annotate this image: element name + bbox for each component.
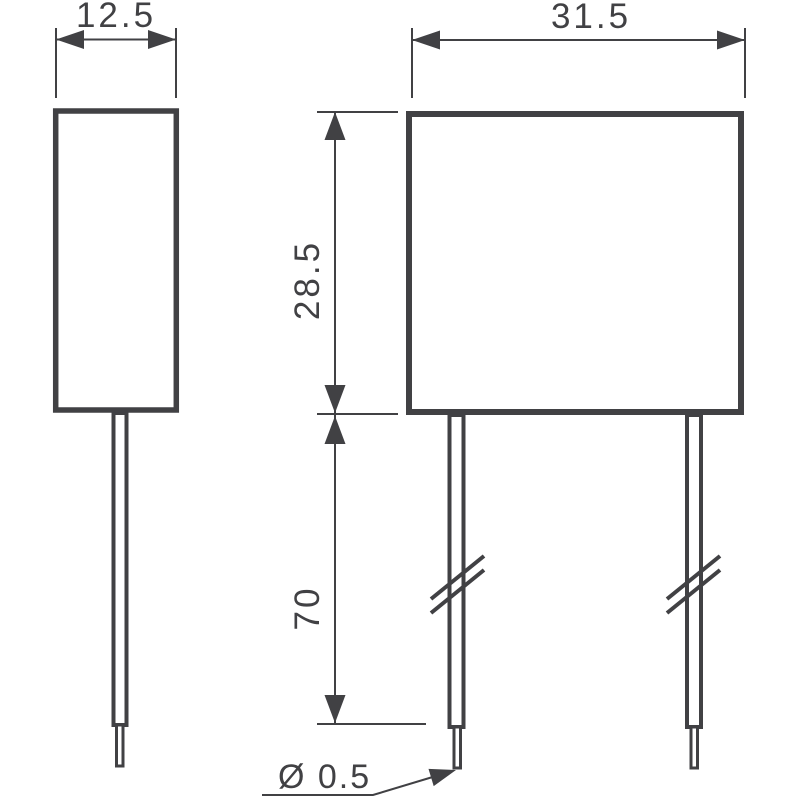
break-mark-left-lead	[429, 554, 486, 615]
arrowhead-right-icon	[717, 30, 745, 50]
dim-lead-length: 70	[288, 415, 426, 725]
front-view-body	[406, 111, 744, 415]
arrowhead-down-icon	[324, 695, 346, 723]
arrowhead-up-icon	[324, 416, 346, 444]
dim-lead-length-label: 70	[288, 586, 327, 631]
side-view-lead-tip	[115, 723, 125, 768]
dim-body-height: 28.5	[288, 111, 398, 415]
side-view	[52, 108, 180, 768]
break-mark-right-lead	[665, 554, 722, 615]
break-slash	[429, 568, 486, 615]
side-view-body	[52, 108, 180, 413]
arrowhead-right-icon	[148, 30, 176, 49]
dim-front-width-label: 31.5	[551, 0, 631, 36]
front-view-lead-right-tip	[689, 725, 699, 770]
dim-side-width-label: 12.5	[76, 0, 156, 35]
break-slash	[665, 554, 722, 601]
arrowhead-up-icon	[324, 112, 346, 140]
dim-front-width: 31.5	[411, 0, 746, 98]
front-view-lead-left-tip	[452, 725, 462, 770]
lead-diameter-label: Ø 0.5	[278, 758, 371, 796]
dim-side-width: 12.5	[55, 0, 177, 98]
label-lead-diameter: Ø 0.5	[262, 758, 456, 796]
leader-line	[262, 775, 437, 796]
front-view	[406, 111, 744, 770]
break-slash	[665, 568, 722, 615]
leader-arrowhead-icon	[428, 768, 456, 787]
front-view-lead-left	[447, 413, 466, 729]
break-slash	[429, 554, 486, 601]
side-view-lead	[111, 411, 129, 727]
dim-body-height-label: 28.5	[288, 240, 327, 320]
arrowhead-down-icon	[324, 385, 346, 413]
arrowhead-left-icon	[412, 30, 440, 50]
arrowhead-left-icon	[56, 30, 84, 49]
